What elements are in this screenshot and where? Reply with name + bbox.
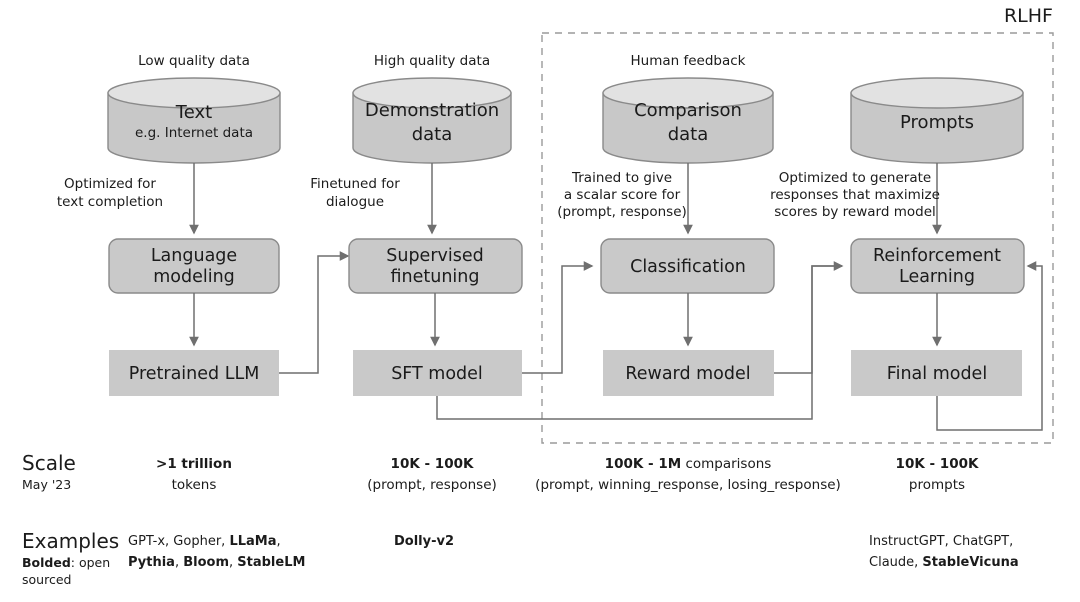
edge-final-model-feedback-loop — [936, 261, 1043, 431]
scale-value-reward: 100K - 1M comparisons — [605, 456, 772, 472]
scale-note-sft: (prompt, response) — [367, 477, 497, 493]
model-final-model: Final model — [851, 350, 1022, 396]
row-label-scale-subtitle: May '23 — [22, 477, 71, 492]
model-sft-model: SFT model — [353, 350, 522, 396]
dataset-subtitle-text: data — [668, 124, 709, 145]
model-label: Reward model — [625, 364, 750, 384]
process-label-line2: finetuning — [391, 267, 480, 287]
dataset-subtitle-text: data — [412, 124, 453, 145]
edge-label-optimized-gen-line3: scores by reward model — [774, 204, 936, 220]
cylinder-text-dataset: Text e.g. Internet data — [107, 77, 281, 164]
edge-label-trained-line3: (prompt, response) — [557, 204, 687, 220]
examples-pretraining: GPT-x, Gopher, LLaMa, Pythia, Bloom, Sta… — [128, 534, 305, 570]
scale-value-pretraining: >1 trillion — [156, 456, 232, 472]
dataset-subtitle-text: e.g. Internet data — [135, 125, 253, 141]
edge-label-trained-line2: a scalar score for — [564, 187, 681, 203]
examples-sft: Dolly-v2 — [394, 534, 454, 549]
caption-low-quality-data: Low quality data — [138, 53, 250, 69]
row-label-examples-subtitle-line2: sourced — [22, 572, 71, 587]
examples-line: Dolly-v2 — [394, 534, 454, 549]
row-label-examples-title: Examples — [22, 529, 119, 553]
dataset-title-text: Text — [175, 102, 212, 123]
row-label-examples-subtitle-bold: Bolded — [22, 555, 71, 570]
model-label: Final model — [887, 364, 987, 384]
process-label-line1: Classification — [630, 257, 746, 277]
process-label-line1: Language — [151, 246, 237, 266]
examples-line: Claude, StableVicuna — [869, 555, 1019, 570]
rlhf-label: RLHF — [1004, 5, 1053, 27]
dataset-title-text: Demonstration — [365, 100, 499, 121]
edge-label-optimized-for-line1: Optimized for — [64, 176, 156, 192]
rlhf-boundary — [541, 32, 1054, 444]
caption-high-quality-data: High quality data — [374, 53, 490, 69]
edge-pretrained-llm-to-supervised-finetuning — [279, 251, 350, 374]
edge-sft-model-to-classification — [522, 261, 594, 374]
edge-label-optimized-for-line2: text completion — [57, 194, 163, 210]
model-reward-model: Reward model — [603, 350, 774, 396]
cylinder-demonstration-data: Demonstration data — [352, 77, 512, 164]
scale-note-reward: (prompt, winning_response, losing_respon… — [535, 477, 841, 493]
edge-label-optimized-gen-line2: responses that maximize — [770, 187, 940, 203]
scale-value-reward-bold: 100K - 1M — [605, 456, 681, 472]
caption-human-feedback: Human feedback — [631, 53, 746, 69]
process-label-line2: modeling — [153, 267, 235, 287]
scale-value-rl: 10K - 100K — [896, 456, 979, 472]
examples-rl: InstructGPT, ChatGPT, Claude, StableVicu… — [869, 534, 1019, 570]
cylinder-comparison-data: Comparison data — [602, 77, 774, 164]
process-language-modeling: Language modeling — [108, 238, 280, 294]
scale-note-rl: prompts — [909, 477, 965, 493]
scale-value-reward-suffix: comparisons — [681, 456, 771, 472]
scale-value-sft: 10K - 100K — [391, 456, 474, 472]
edge-reward-model-to-reinforcement-learning — [774, 265, 842, 374]
cylinder-prompts: Prompts — [850, 77, 1024, 164]
edge-label-finetuned-line1: Finetuned for — [310, 176, 400, 192]
model-label: Pretrained LLM — [129, 364, 260, 384]
examples-line: Pythia, Bloom, StableLM — [128, 555, 305, 570]
row-label-scale-title: Scale — [22, 451, 76, 475]
edge-label-trained-line1: Trained to give — [571, 170, 672, 186]
process-classification: Classification — [600, 238, 775, 294]
dataset-title-text: Comparison — [634, 100, 742, 121]
examples-line: GPT-x, Gopher, LLaMa, — [128, 534, 281, 549]
process-reinforcement-learning: Reinforcement Learning — [850, 238, 1025, 294]
examples-line: InstructGPT, ChatGPT, — [869, 534, 1013, 549]
row-label-examples-subtitle-rest: : open — [71, 555, 110, 570]
process-label-line2: Learning — [899, 267, 975, 287]
process-supervised-finetuning: Supervised finetuning — [348, 238, 523, 294]
edge-label-optimized-gen-line1: Optimized to generate — [779, 170, 931, 186]
model-label: SFT model — [391, 364, 483, 384]
model-pretrained-llm: Pretrained LLM — [109, 350, 279, 396]
row-label-examples-subtitle: Bolded: open — [22, 555, 110, 570]
process-label-line1: Reinforcement — [873, 246, 1001, 266]
edge-label-finetuned-line2: dialogue — [326, 194, 384, 210]
dataset-title-text: Prompts — [900, 112, 974, 133]
scale-note-pretraining: tokens — [172, 477, 217, 493]
process-label-line1: Supervised — [386, 246, 483, 266]
